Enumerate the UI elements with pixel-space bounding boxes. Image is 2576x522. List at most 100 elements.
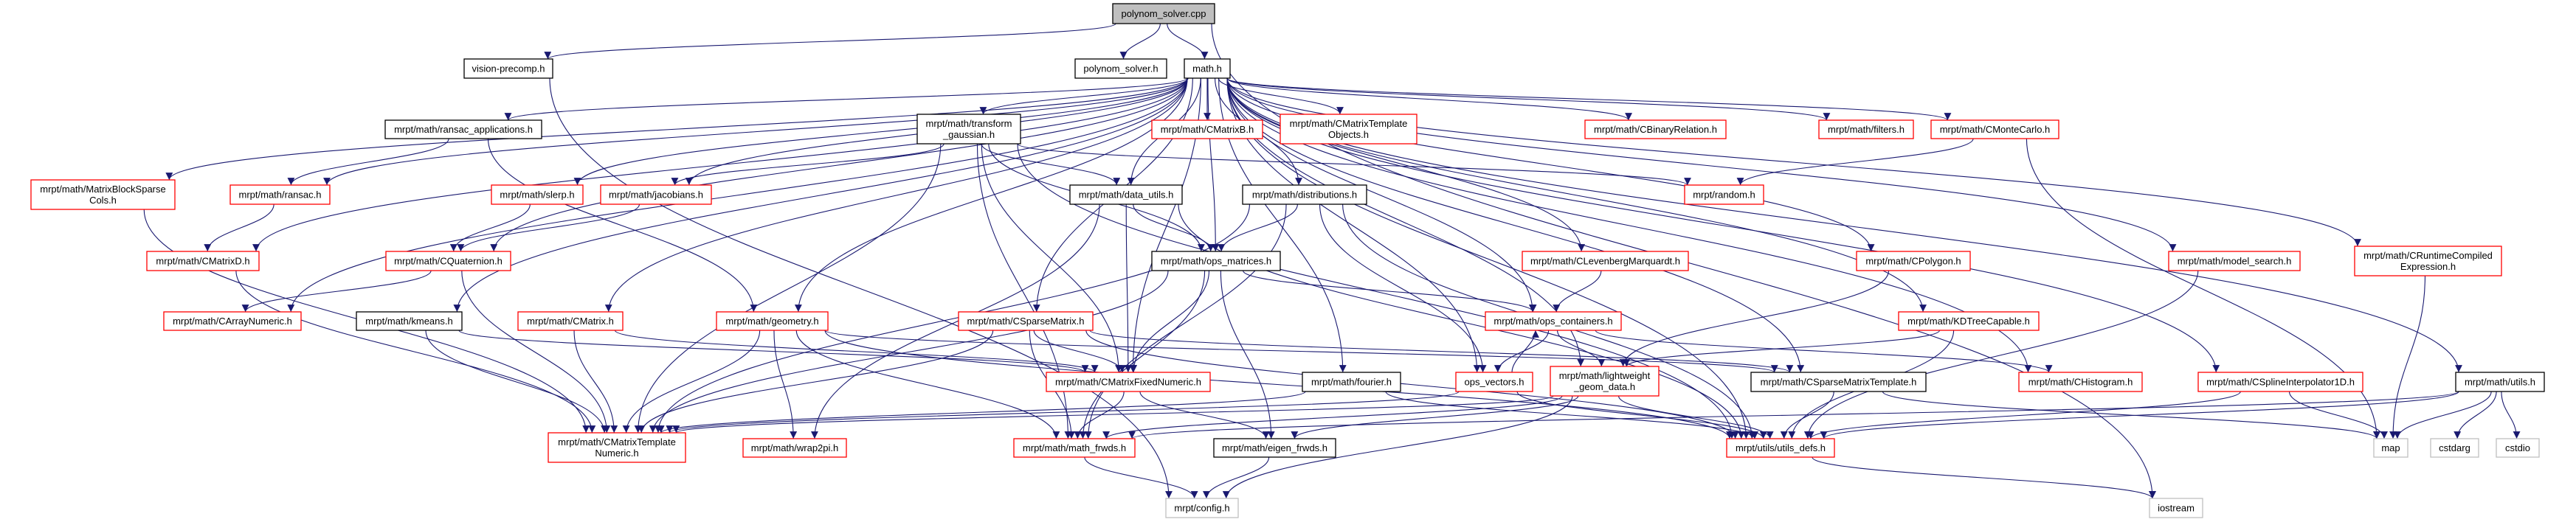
node-csm[interactable]: mrpt/math/CSparseMatrix.h: [958, 311, 1094, 331]
node-box: [356, 311, 463, 331]
edge-cm-to-cmfn: [614, 330, 1099, 373]
node-label: mrpt/math/CMatrixFixedNumeric.h: [1055, 377, 1201, 388]
node-ms[interactable]: mrpt/math/model_search.h: [2168, 251, 2301, 271]
node-cstdio[interactable]: cstdio: [2496, 438, 2540, 458]
node-wrap[interactable]: mrpt/math/wrap2pi.h: [742, 438, 847, 458]
node-box: [1069, 184, 1183, 205]
edge-cmd-to-cmtn: [235, 270, 596, 434]
node-cspl[interactable]: mrpt/math/CSplineInterpolator1D.h: [2197, 372, 2363, 392]
node-ud[interactable]: mrpt/utils/utils_defs.h: [1726, 438, 1835, 458]
node-iostream[interactable]: iostream: [2149, 498, 2203, 518]
node-box: [2496, 438, 2540, 458]
node-math[interactable]: math.h: [1184, 58, 1231, 79]
node-label: mrpt/math/CRuntimeCompiled: [2363, 250, 2493, 261]
edge-opsm-to-opsc: [1243, 270, 1537, 313]
node-cmfn[interactable]: mrpt/math/CMatrixFixedNumeric.h: [1046, 372, 1211, 392]
node-box: [2354, 246, 2502, 276]
node-ransac[interactable]: mrpt/math/ransac.h: [229, 184, 331, 205]
node-tg[interactable]: mrpt/math/transform_gaussian.h: [916, 114, 1021, 145]
node-box: [1584, 119, 1727, 139]
edge-tg-to-du: [981, 143, 1121, 186]
node-box: [30, 179, 176, 210]
node-can[interactable]: mrpt/math/CArrayNumeric.h: [163, 311, 302, 331]
node-box: [146, 251, 260, 271]
node-cmb[interactable]: mrpt/math/CMatrixB.h: [1151, 119, 1263, 139]
node-opsm[interactable]: mrpt/math/ops_matrices.h: [1151, 251, 1281, 271]
edge-tg-to-ud: [1017, 143, 1736, 439]
node-lgd[interactable]: mrpt/math/lightweight_geom_data.h: [1550, 366, 1660, 397]
node-box: [600, 184, 712, 205]
node-label: Expression.h: [2400, 261, 2456, 272]
node-label: mrpt/math/math_frwds.h: [1023, 442, 1126, 453]
edge-lgd-to-ef: [1291, 395, 1579, 439]
node-label: Numeric.h: [595, 448, 638, 459]
edge-math-to-cpoly: [1226, 77, 1875, 252]
edge-utils-to-cstdarg: [2454, 391, 2497, 439]
edge-du-to-opsm: [1133, 203, 1215, 252]
edge-math-to-cmc: [1226, 77, 1952, 121]
node-jac[interactable]: mrpt/math/jacobians.h: [600, 184, 712, 205]
edge-geom-to-mf: [795, 330, 1060, 439]
node-du[interactable]: mrpt/math/data_utils.h: [1069, 184, 1183, 205]
node-box: [1242, 184, 1367, 205]
node-kmeans[interactable]: mrpt/math/kmeans.h: [356, 311, 463, 331]
node-root[interactable]: polynom_solver.cpp: [1112, 3, 1215, 24]
node-csmt[interactable]: mrpt/math/CSparseMatrixTemplate.h: [1750, 372, 1927, 392]
node-ransac_app[interactable]: mrpt/math/ransac_applications.h: [384, 119, 542, 139]
node-opsc[interactable]: mrpt/math/ops_containers.h: [1485, 311, 1622, 331]
node-mf[interactable]: mrpt/math/math_frwds.h: [1013, 438, 1136, 458]
node-cq[interactable]: mrpt/math/CQuaternion.h: [385, 251, 511, 271]
node-utils[interactable]: mrpt/math/utils.h: [2455, 372, 2545, 392]
node-box: [1280, 114, 1418, 145]
node-box: [2430, 438, 2479, 458]
node-fourier[interactable]: mrpt/math/fourier.h: [1302, 372, 1401, 392]
node-dist[interactable]: mrpt/math/distributions.h: [1242, 184, 1367, 205]
node-map[interactable]: map: [2373, 438, 2408, 458]
node-label: mrpt/math/filters.h: [1828, 124, 1905, 135]
node-label: mrpt/math/data_utils.h: [1079, 189, 1174, 201]
edge-kmeans-to-cmfn: [458, 330, 1089, 373]
node-cstdarg[interactable]: cstdarg: [2430, 438, 2479, 458]
node-slerp[interactable]: mrpt/math/slerp.h: [491, 184, 584, 205]
node-config[interactable]: mrpt/config.h: [1165, 498, 1239, 518]
node-box: [1184, 58, 1231, 79]
edge-root-to-vision: [544, 23, 1116, 60]
node-chist[interactable]: mrpt/math/CHistogram.h: [2018, 372, 2143, 392]
edge-cq-to-cmtn: [461, 270, 611, 434]
edge-opsv-to-ud: [1516, 391, 1767, 439]
node-cbr[interactable]: mrpt/math/CBinaryRelation.h: [1584, 119, 1727, 139]
node-label: mrpt/math/CBinaryRelation.h: [1594, 124, 1717, 135]
edge-ef-to-config: [1202, 456, 1270, 499]
node-label: mrpt/math/lightweight: [1559, 370, 1651, 381]
edge-tg-to-cmfn: [981, 143, 1122, 373]
edge-csm-to-csmt: [1089, 330, 1793, 373]
edge-fourier-to-cmtn: [657, 391, 1306, 434]
node-opsv[interactable]: ops_vectors.h: [1455, 372, 1533, 392]
node-box: [742, 438, 847, 458]
node-clm[interactable]: mrpt/math/CLevenbergMarquardt.h: [1522, 251, 1689, 271]
node-kdt[interactable]: mrpt/math/KDTreeCapable.h: [1898, 311, 2040, 331]
node-geom[interactable]: mrpt/math/geometry.h: [716, 311, 829, 331]
edge-csm-to-ud: [1085, 330, 1739, 439]
node-box: [384, 119, 542, 139]
node-cm[interactable]: mrpt/math/CMatrix.h: [517, 311, 624, 331]
node-random[interactable]: mrpt/random.h: [1684, 184, 1764, 205]
node-cmc[interactable]: mrpt/math/CMonteCarlo.h: [1930, 119, 2059, 139]
node-box: [2455, 372, 2545, 392]
node-ef[interactable]: mrpt/math/eigen_frwds.h: [1213, 438, 1336, 458]
node-label: _gaussian.h: [942, 129, 995, 140]
node-filters[interactable]: mrpt/math/filters.h: [1818, 119, 1914, 139]
node-cpoly[interactable]: mrpt/math/CPolygon.h: [1856, 251, 1971, 271]
node-box: [385, 251, 511, 271]
node-label: mrpt/math/distributions.h: [1252, 189, 1357, 201]
node-label: mrpt/math/ops_matrices.h: [1161, 256, 1271, 267]
node-vision[interactable]: vision-precomp.h: [463, 58, 553, 79]
node-psh[interactable]: polynom_solver.h: [1074, 58, 1167, 79]
node-label: map: [2381, 442, 2400, 453]
node-cmd[interactable]: mrpt/math/CMatrixD.h: [146, 251, 260, 271]
